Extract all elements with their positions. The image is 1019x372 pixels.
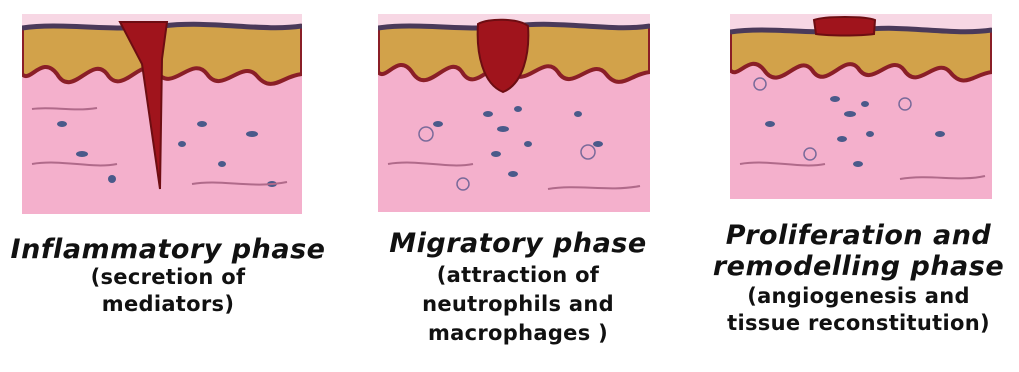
panel-proliferation	[730, 14, 992, 199]
caption-subtitle: mediators)	[0, 294, 336, 315]
skin-wound-illustration-inflammatory	[22, 14, 302, 214]
caption-subtitle: (angiogenesis and	[698, 286, 1019, 307]
caption-proliferation: Proliferation and remodelling phase (ang…	[698, 222, 1019, 334]
panel-inflammatory	[22, 14, 302, 214]
panel-migratory	[378, 14, 650, 212]
caption-inflammatory: Inflammatory phase (secretion of mediato…	[0, 236, 336, 315]
caption-subtitle: neutrophils and	[352, 294, 684, 315]
caption-subtitle: (secretion of	[0, 267, 336, 288]
caption-subtitle: macrophages )	[352, 323, 684, 344]
caption-title: Inflammatory phase	[0, 236, 336, 263]
caption-migratory: Migratory phase (attraction of neutrophi…	[352, 230, 684, 344]
skin-wound-illustration-migratory	[378, 14, 650, 212]
caption-subtitle: tissue reconstitution)	[698, 313, 1019, 334]
caption-title: Proliferation and	[698, 222, 1019, 249]
caption-title: remodelling phase	[698, 253, 1019, 280]
caption-subtitle: (attraction of	[352, 265, 684, 286]
caption-title: Migratory phase	[352, 230, 684, 257]
skin-wound-illustration-proliferation	[730, 14, 992, 199]
